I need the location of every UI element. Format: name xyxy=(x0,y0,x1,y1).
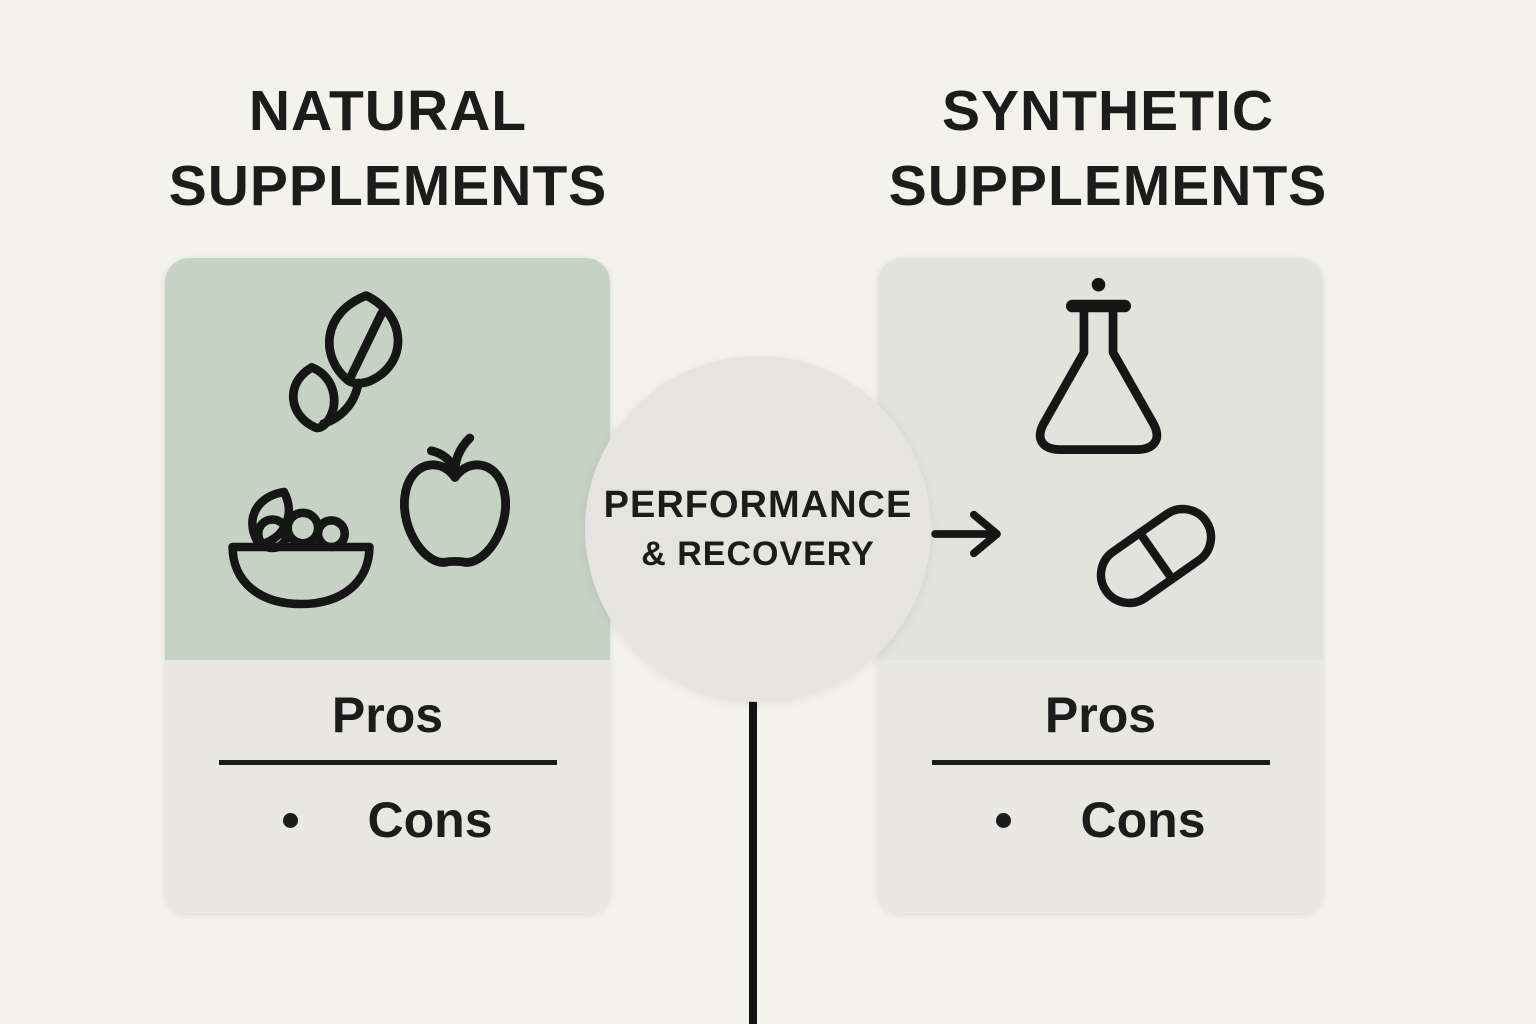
left-title-line1: NATURAL xyxy=(248,79,528,143)
natural-cons-row: Cons xyxy=(165,791,610,849)
synthetic-card-illustration xyxy=(878,258,1323,660)
natural-pros-label: Pros xyxy=(331,687,444,743)
bullet-icon xyxy=(995,812,1011,828)
arrow-right-icon xyxy=(928,505,1008,563)
natural-supplements-card: Pros Cons xyxy=(165,258,610,913)
natural-pros-cons-panel: Pros Cons xyxy=(165,660,610,913)
pros-cons-divider xyxy=(931,760,1270,765)
left-title-line2: SUPPLEMENTS xyxy=(168,154,608,219)
bullet-icon xyxy=(282,812,298,828)
flask-icon xyxy=(1016,272,1181,472)
natural-cons-label: Cons xyxy=(367,792,493,848)
fruit-bowl-icon xyxy=(225,486,377,628)
right-title-line2: SUPPLEMENTS xyxy=(888,154,1328,219)
center-topic-circle: PERFORMANCE & RECOVERY xyxy=(585,356,931,702)
capsule-icon xyxy=(1081,476,1231,636)
synthetic-pros-label: Pros xyxy=(1044,687,1157,743)
center-label-line1: PERFORMANCE xyxy=(603,484,913,526)
natural-card-illustration xyxy=(165,258,610,660)
synthetic-cons-label: Cons xyxy=(1080,792,1206,848)
synthetic-pros-cons-panel: Pros Cons xyxy=(878,660,1323,913)
apple-icon xyxy=(391,426,519,584)
center-label-line2: & RECOVERY xyxy=(641,535,875,573)
right-column-title: SYNTHETIC SUPPLEMENTS xyxy=(848,74,1368,224)
connector-line xyxy=(749,690,757,1024)
right-title-line1: SYNTHETIC xyxy=(941,79,1275,143)
leaves-icon xyxy=(273,282,438,447)
synthetic-cons-row: Cons xyxy=(878,791,1323,849)
synthetic-supplements-card: Pros Cons xyxy=(878,258,1323,913)
pros-cons-divider xyxy=(218,760,557,765)
left-column-title: NATURAL SUPPLEMENTS xyxy=(128,74,648,224)
